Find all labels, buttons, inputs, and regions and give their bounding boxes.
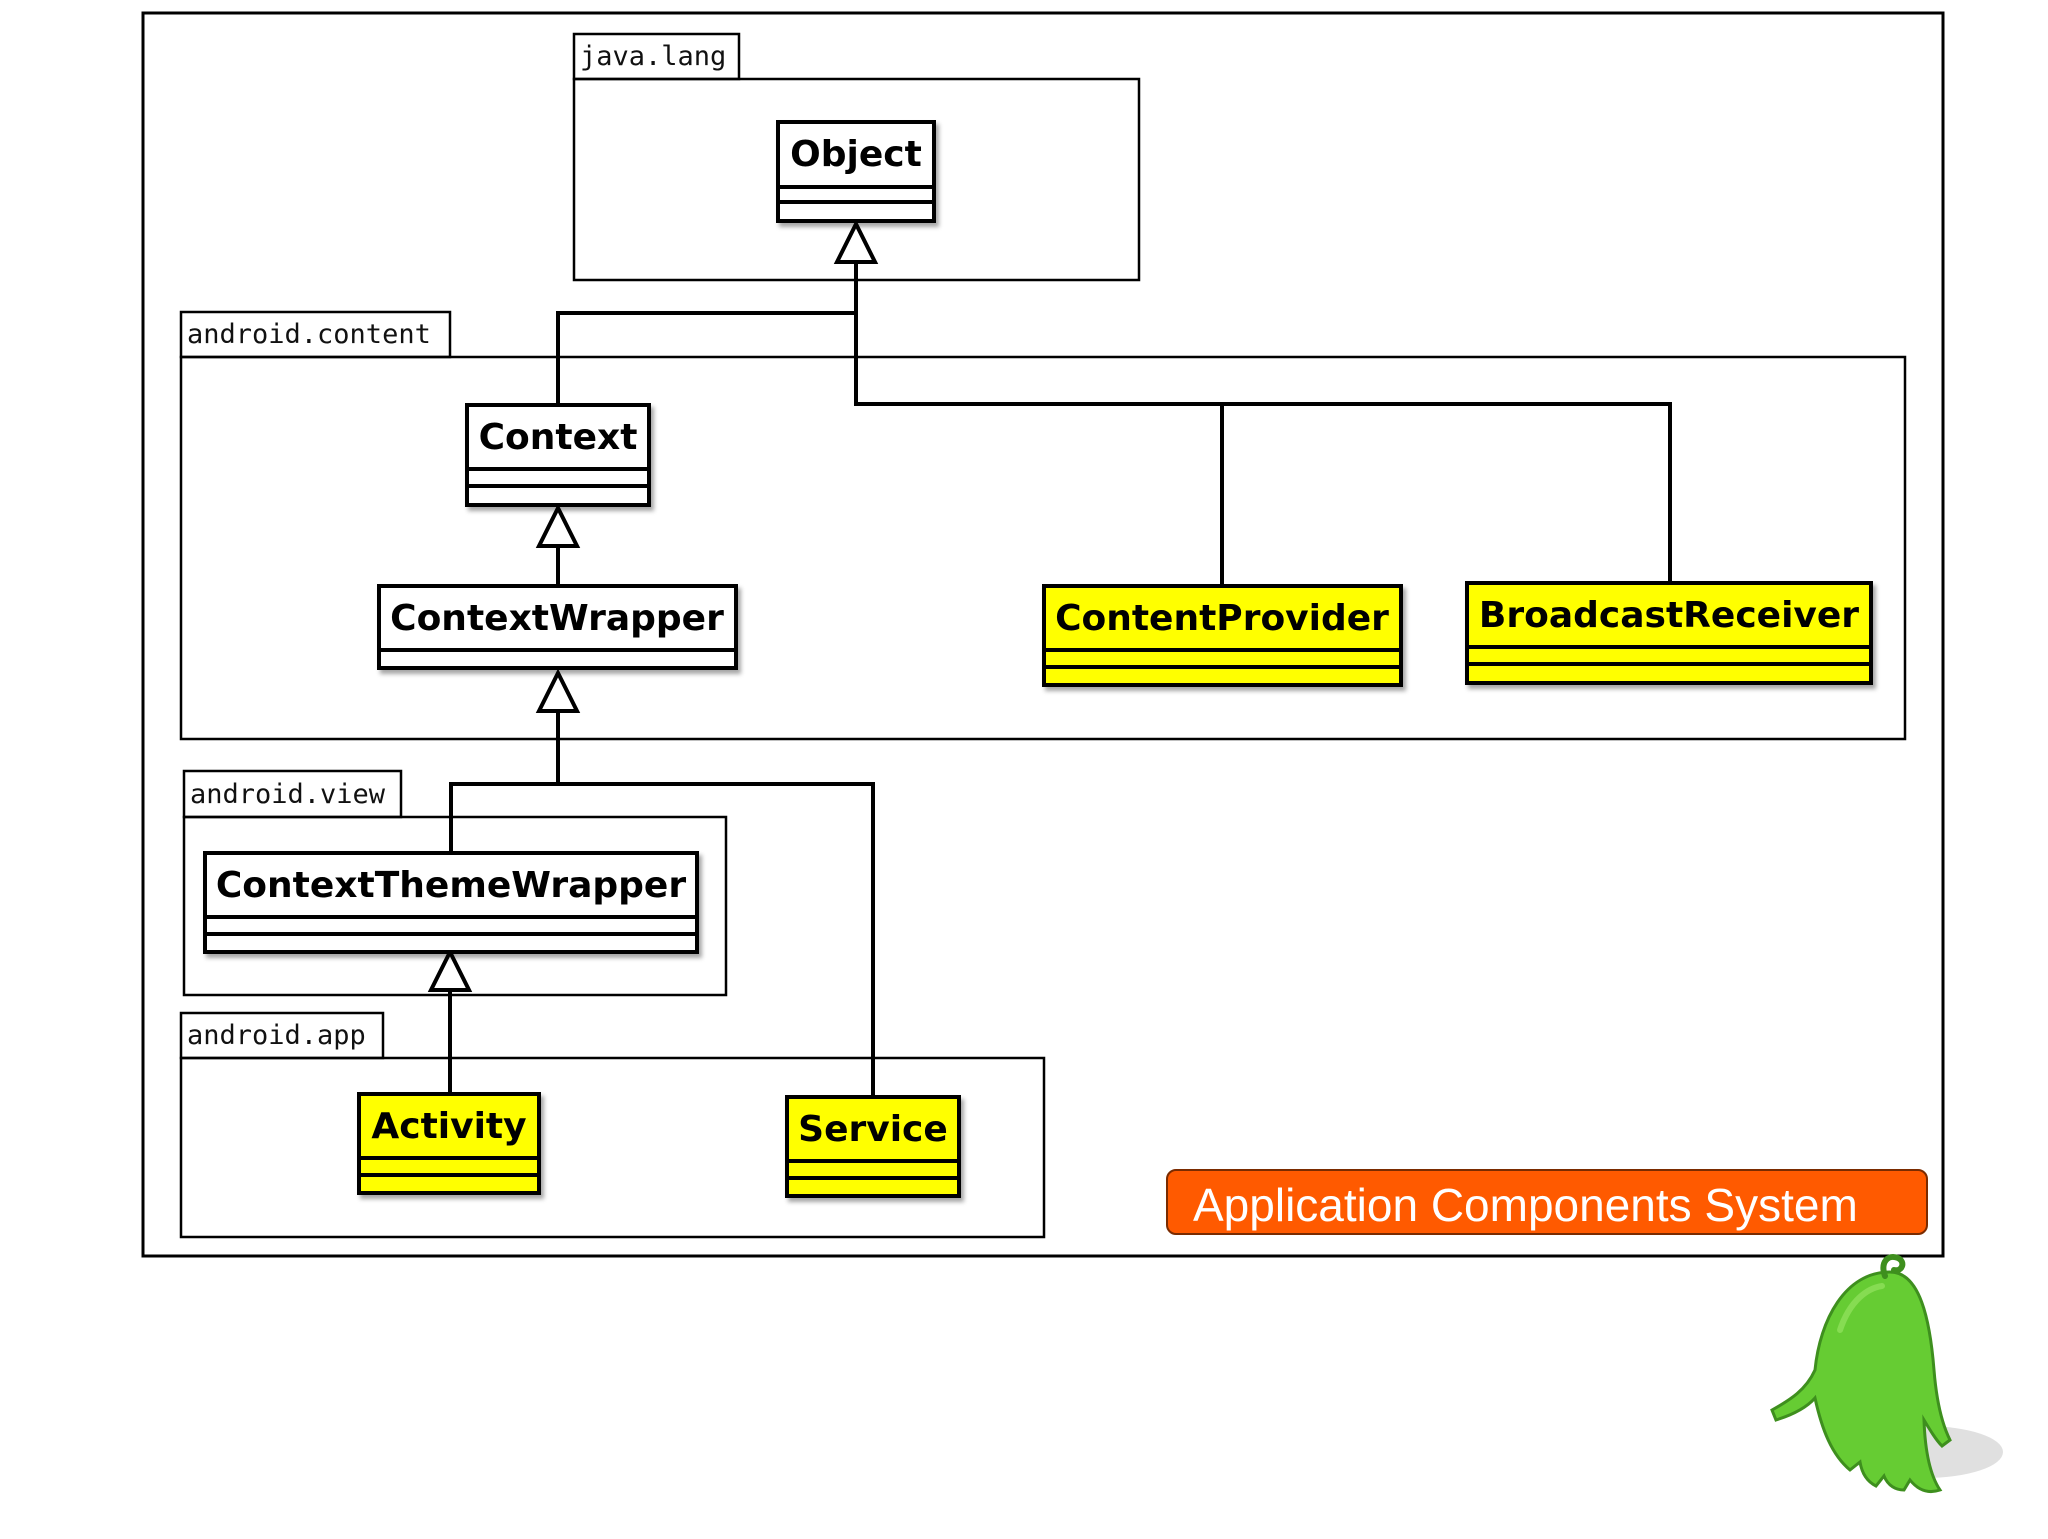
class-object (776, 120, 936, 223)
class-object-name: Object (790, 134, 922, 175)
class-context-wrapper (377, 584, 738, 670)
package-android-view: android.view (182, 769, 728, 997)
green-android-mascot-icon (1770, 1254, 2003, 1494)
class-broadcast-receiver (1465, 581, 1873, 685)
class-context-wrapper-name: ContextWrapper (390, 598, 724, 639)
package-java-lang-label: java.lang (580, 41, 726, 72)
class-context-theme-wrapper-name: ContextThemeWrapper (216, 865, 686, 906)
class-service-name: Service (798, 1109, 948, 1150)
title-banner: Application Components System (1166, 1169, 1928, 1235)
package-android-view-label: android.view (190, 779, 386, 810)
inheritance-connectors (448, 262, 1672, 1095)
package-android-content: android.content (179, 310, 1907, 741)
class-content-provider (1042, 584, 1403, 687)
class-activity-name: Activity (371, 1106, 526, 1147)
arrowhead-context-theme-wrapper (427, 947, 473, 992)
class-service (785, 1095, 961, 1198)
class-activity (357, 1092, 541, 1195)
arrowhead-context (535, 503, 581, 548)
title-banner-text: Application Components System (1193, 1179, 1858, 1231)
inheritance-arrowheads (427, 219, 879, 992)
arrowhead-context-wrapper (535, 668, 581, 713)
class-content-provider-name: ContentProvider (1055, 598, 1389, 639)
class-context (465, 403, 651, 507)
package-android-app-label: android.app (187, 1020, 366, 1051)
package-android-app: android.app (179, 1011, 1046, 1239)
package-android-content-label: android.content (187, 319, 431, 350)
outer-frame (141, 11, 1945, 1258)
arrowhead-object (833, 219, 879, 264)
class-context-theme-wrapper (203, 851, 699, 954)
class-context-name: Context (479, 417, 638, 458)
class-broadcast-receiver-name: BroadcastReceiver (1479, 595, 1859, 636)
